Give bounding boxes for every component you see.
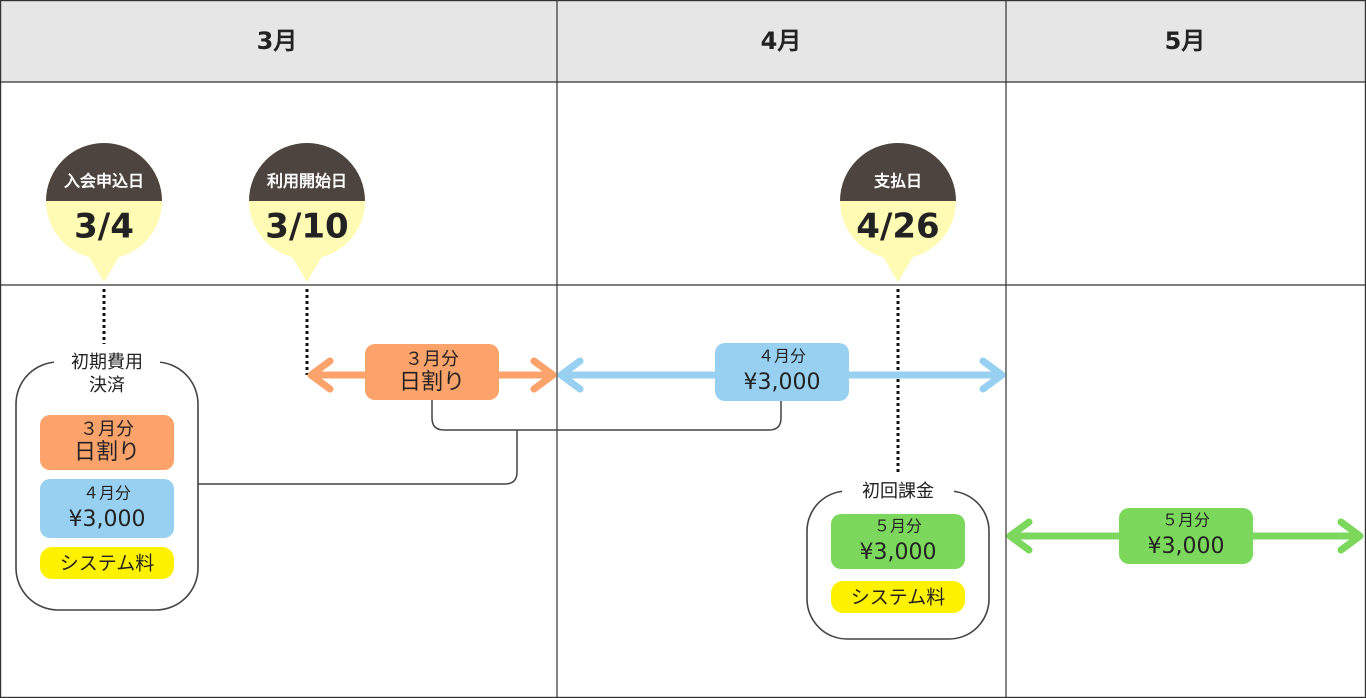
period-pill-april: ４月分 ¥3,000 [715, 343, 849, 401]
item-system-fee: システム料 [851, 587, 945, 609]
pill-line1: ３月分 [405, 349, 459, 370]
month-header-march: 3月 [257, 27, 298, 55]
item-line1: ５月分 [874, 517, 922, 536]
month-header-may: 5月 [1165, 27, 1206, 55]
dotted-connectors [102, 289, 900, 472]
marker-date: 3/10 [265, 207, 348, 247]
period-pill-may: ５月分 ¥3,000 [1119, 508, 1253, 564]
connector-initial-to-periods [198, 430, 518, 485]
item-line1: ４月分 [83, 484, 131, 503]
group-initial-payment: 初期費用 決済 ３月分 日割り ４月分 ¥3,000 システム料 [15, 344, 199, 611]
period-pill-march: ３月分 日割り [365, 344, 499, 400]
item-line2: 日割り [74, 440, 140, 465]
pill-line2: ¥3,000 [1148, 534, 1225, 559]
group-title-line1: 初期費用 [71, 352, 143, 373]
marker-application-date: 入会申込日 3/4 [46, 143, 162, 282]
month-header-april: 4月 [761, 27, 802, 55]
pill-line2: 日割り [399, 370, 465, 395]
group-title: 初回課金 [862, 481, 934, 502]
item-line1: ３月分 [80, 419, 134, 440]
item-line2: ¥3,000 [69, 507, 146, 532]
marker-label: 支払日 [873, 172, 922, 191]
group-first-billing: 初回課金 ５月分 ¥3,000 システム料 [806, 476, 990, 640]
group-title-line2: 決済 [89, 375, 125, 396]
pill-line1: ４月分 [758, 347, 806, 366]
item-system-fee: システム料 [60, 553, 154, 575]
marker-date: 3/4 [74, 207, 134, 247]
pill-line1: ５月分 [1162, 511, 1210, 530]
marker-date: 4/26 [856, 207, 939, 247]
pill-line2: ¥3,000 [744, 370, 821, 395]
marker-payment-date: 支払日 4/26 [840, 143, 956, 282]
bracket-march-april [431, 398, 782, 431]
item-line2: ¥3,000 [860, 540, 937, 565]
marker-label: 利用開始日 [267, 172, 347, 191]
marker-start-date: 利用開始日 3/10 [249, 143, 365, 282]
marker-label: 入会申込日 [64, 172, 144, 191]
month-header-bar [1, 1, 1365, 82]
